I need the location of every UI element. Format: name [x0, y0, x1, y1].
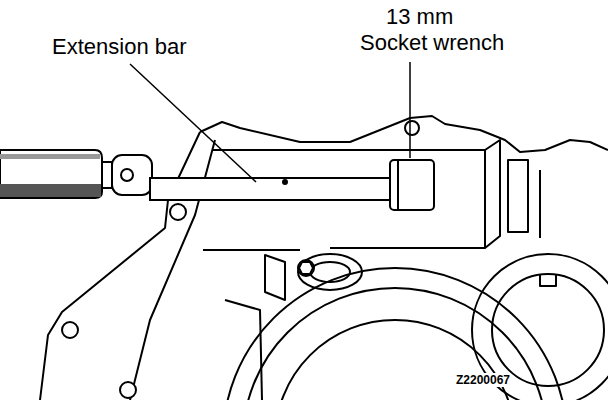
case-boss [265, 255, 285, 300]
leader-line [409, 62, 411, 158]
bearing-inner [492, 274, 604, 386]
case-top-edge [200, 116, 608, 152]
case-channel-bottom [203, 249, 300, 251]
case-web [225, 300, 262, 400]
bearing-notch [540, 274, 556, 286]
figure-code: Z2200067 [456, 373, 510, 387]
bolt [298, 260, 314, 276]
handle-joint [112, 155, 152, 195]
bolt [405, 121, 419, 135]
handle-neck [102, 162, 112, 188]
gear-outer [223, 268, 567, 400]
handle-highlight [0, 154, 100, 159]
leader-lines [130, 62, 410, 182]
extension-bar-tool [0, 150, 434, 210]
bolt [120, 382, 136, 398]
extension-bar [150, 178, 392, 200]
socket-wrench [390, 160, 434, 210]
bolt-head [299, 262, 313, 274]
socket-band [397, 161, 399, 209]
bolt [170, 204, 186, 220]
joint-hole [121, 169, 133, 181]
transmission-case [40, 116, 608, 400]
bar-detent [283, 180, 287, 184]
bolt [62, 322, 78, 338]
leader-line [130, 64, 256, 182]
gear-inner [243, 288, 547, 400]
case-rib [539, 170, 541, 238]
case-ring-inner [310, 262, 350, 282]
ratchet-handle [0, 150, 102, 198]
case-wall [485, 140, 500, 248]
handle-shade [0, 184, 101, 197]
case-ring [298, 254, 362, 290]
part-label: 13 mm Socket wrench [360, 4, 512, 57]
case-tab [508, 160, 528, 232]
bolts [62, 121, 419, 398]
part-label: Extension bar [52, 34, 187, 60]
